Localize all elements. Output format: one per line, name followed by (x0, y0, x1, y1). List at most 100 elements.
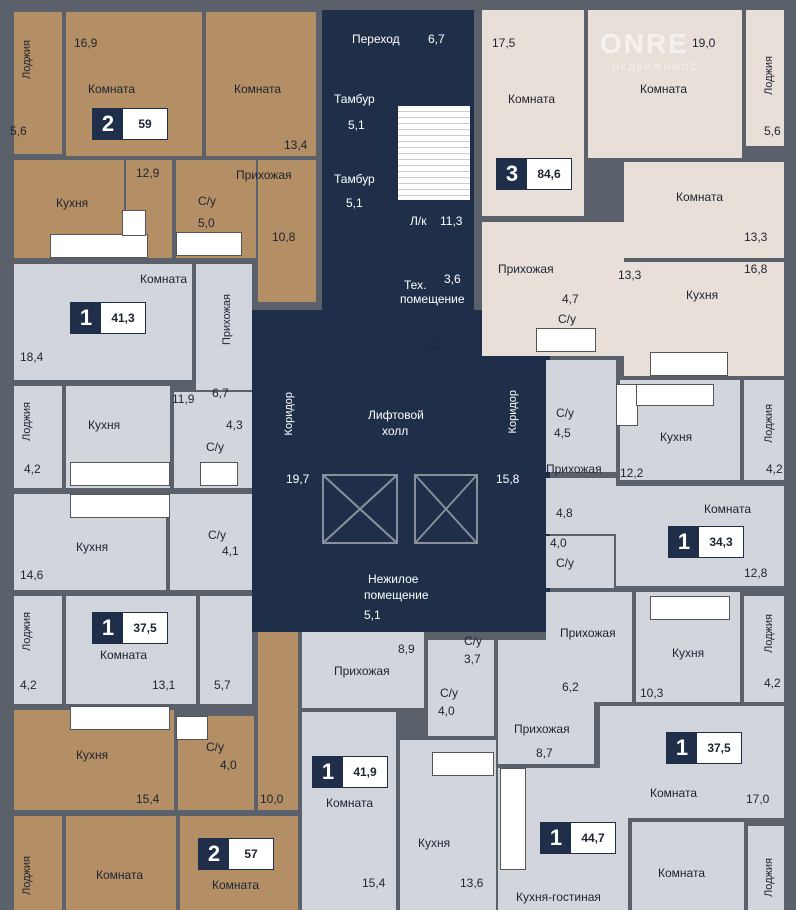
room-label: С/у (198, 194, 216, 208)
apartment-area: 84,6 (537, 167, 561, 181)
room-count: 1 (93, 613, 123, 643)
room-label: 10,8 (272, 230, 296, 244)
room-label: 8,9 (398, 642, 415, 656)
room-zone (428, 640, 494, 736)
fixture-icon (70, 494, 170, 518)
room-label: 14,6 (20, 568, 44, 582)
staircase (398, 106, 470, 200)
room-count: 1 (313, 757, 343, 787)
room-label: 13,3 (744, 230, 768, 244)
room-zone (258, 160, 316, 302)
room-label: С/у (556, 556, 574, 570)
room-label: Переход (352, 32, 400, 46)
room-zone (14, 386, 62, 488)
apartment-area: 57 (244, 847, 258, 861)
room-zone (748, 826, 784, 910)
room-label: Л/к (410, 214, 427, 228)
room-label: 8,7 (536, 746, 553, 760)
room-label: Комната (640, 82, 687, 96)
room-zone (170, 494, 252, 590)
elevator-shaft (322, 474, 398, 544)
room-label: Лоджия (21, 402, 33, 441)
room-label: С/у (558, 312, 576, 326)
room-label: С/у (206, 440, 224, 454)
room-label: Прихожая (560, 626, 616, 640)
room-count: 1 (541, 823, 571, 853)
room-label: 18,4 (20, 350, 44, 364)
room-label: Лоджия (763, 56, 775, 95)
room-label: 19,0 (692, 36, 716, 50)
room-label: Комната (96, 868, 143, 882)
room-zone (746, 10, 784, 146)
room-label: Комната (140, 272, 187, 286)
room-label: 4,0 (220, 758, 237, 772)
room-count: 1 (667, 733, 697, 763)
room-count: 3 (497, 159, 527, 189)
room-label: Лифтовой (368, 408, 424, 422)
watermark-brand: ONRE (600, 28, 689, 59)
room-label: Кухня (76, 748, 109, 762)
room-label: 4,3 (226, 418, 243, 432)
room-label: Кухня-гостиная (516, 890, 601, 904)
fixture-icon (500, 768, 526, 870)
room-label: 12,8 (744, 566, 768, 580)
room-zone (546, 536, 614, 588)
room-count: 1 (669, 527, 699, 557)
apartment-area: 41,9 (353, 765, 377, 779)
room-label: С/у (440, 686, 458, 700)
room-label: Лоджия (763, 404, 775, 443)
room-label: Комната (704, 502, 751, 516)
room-zone (632, 822, 744, 910)
room-count: 1 (71, 303, 101, 333)
room-label: 5,6 (10, 124, 27, 138)
room-label: 5,1 (348, 118, 365, 132)
room-label: Прихожая (546, 462, 602, 476)
room-label: 4,2 (766, 462, 783, 476)
room-label: 12,2 (620, 466, 644, 480)
room-label: 4,2 (24, 462, 41, 476)
room-zone (624, 162, 784, 258)
room-label: 10,0 (260, 792, 284, 806)
room-zone (14, 12, 62, 154)
room-label: 12,9 (136, 166, 160, 180)
room-label: Комната (234, 82, 281, 96)
room-label: 5,0 (198, 216, 215, 230)
room-label: 6,2 (562, 680, 579, 694)
room-label: Комната (658, 866, 705, 880)
room-label: 15,4 (136, 792, 160, 806)
room-zone (302, 632, 424, 708)
apartment-area: 34,3 (709, 535, 733, 549)
room-label: С/у (208, 528, 226, 542)
room-zone (546, 478, 616, 534)
room-zone (744, 380, 784, 480)
fixture-icon (536, 328, 596, 352)
fixture-icon (122, 210, 146, 236)
room-label: 4,1 (222, 544, 239, 558)
room-label: 5,6 (764, 124, 781, 138)
room-label: Лоджия (763, 858, 775, 897)
room-label: Кухня (418, 836, 451, 850)
fixture-icon (200, 462, 238, 486)
room-label: 4,0 (550, 536, 567, 550)
room-label: 15,4 (362, 876, 386, 890)
room-label: 6,7 (428, 32, 445, 46)
room-label: 11,9 (172, 392, 195, 406)
room-zone (206, 12, 316, 156)
room-label: 5,7 (214, 678, 231, 692)
room-label: 17,5 (492, 36, 516, 50)
room-label: 11,3 (440, 214, 463, 228)
room-label: Тамбур (334, 172, 375, 186)
room-label: Кухня (56, 196, 89, 210)
room-label: Комната (508, 92, 555, 106)
apartment-area: 59 (138, 117, 152, 131)
room-label: 16,8 (744, 262, 768, 276)
